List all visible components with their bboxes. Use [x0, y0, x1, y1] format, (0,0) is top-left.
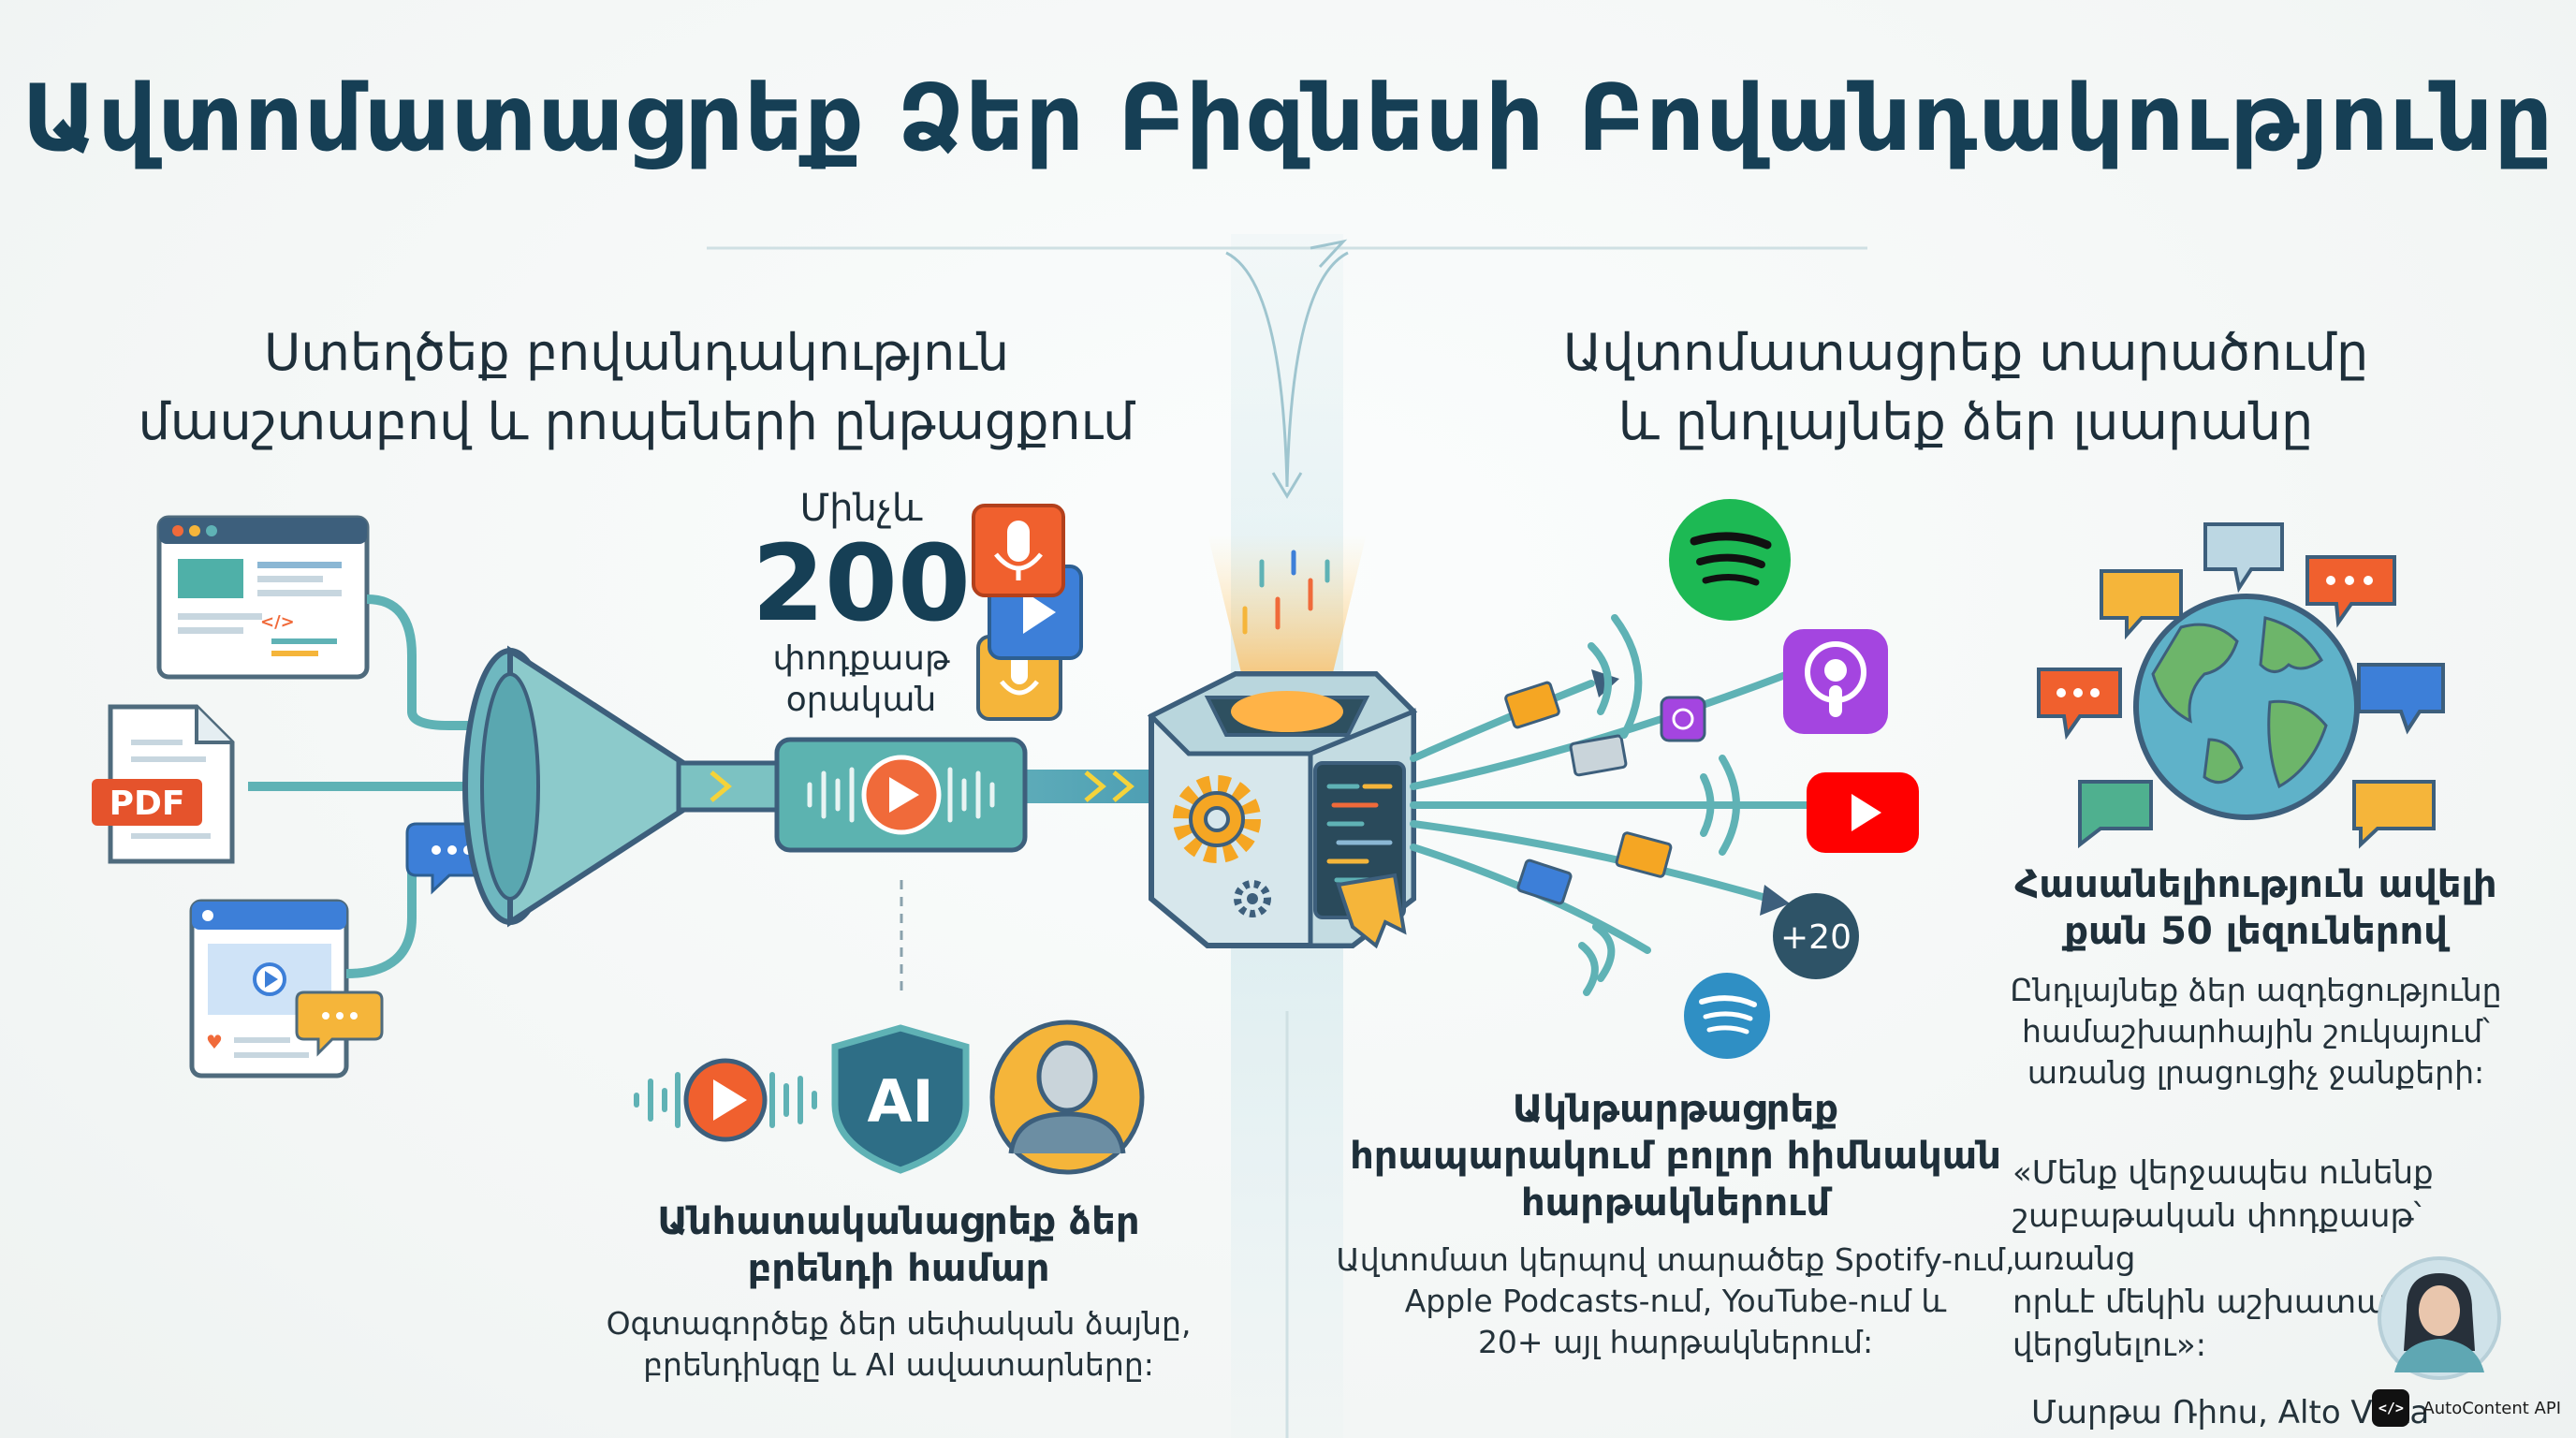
brand-desc-line2: բրենդինգը և AI ավատարները: [643, 1346, 1154, 1383]
publish-desc-line2: Apple Podcasts-ում, YouTube-ում և [1404, 1283, 1947, 1319]
globe-languages-graphic [2037, 522, 2445, 849]
automation-cube-icon [1147, 671, 1418, 949]
autocontent-badge[interactable]: </> AutoContent API [2372, 1389, 2561, 1427]
languages-desc-line2: համաշխարհային շուկայում՝ [2021, 1013, 2491, 1049]
testimonial-line3: որևէ մեկին աշխատանքի [2012, 1284, 2449, 1321]
right-heading-line2: և ընդլայնեք ձեր լսարանը [1617, 392, 2314, 451]
gear-icon [1173, 775, 1261, 863]
more-platforms-label: +20 [1780, 918, 1852, 957]
svg-text:♥: ♥ [206, 1031, 223, 1053]
brand-icons: AI [634, 1020, 1145, 1175]
languages-title-line2: քան 50 լեզուներով [2064, 910, 2448, 953]
languages-title-line1: Հասանելիություն ավելի [2014, 863, 2497, 906]
publish-title-line3: հարթակներում [1520, 1181, 1831, 1225]
media-player-icon [774, 737, 1028, 853]
publish-title-line2: հրապարակում բոլոր հիմնական [1350, 1135, 2001, 1178]
testimonial-author: Մարթա Ռիոս, Alto Vista [2031, 1394, 2430, 1431]
counter-value: 200 [752, 523, 971, 645]
page-title: Ավտոմատացրեք Ձեր Բիզնեսի Բովանդակություն… [22, 66, 2554, 172]
right-heading: Ավտոմատացրեք տարածումը և ընդլայնեք ձեր լ… [1404, 318, 2527, 457]
spotify-icon [1669, 499, 1791, 621]
testimonial-line2: շաբաթական փոդքասթ՝ առանց [2012, 1197, 2422, 1278]
languages-desc-line1: Ընդլայնեք ձեր ազդեցությունը [2010, 972, 2502, 1008]
publish-title-line1: Ակնթարթացրեք [1512, 1088, 1839, 1131]
funnel-icon [462, 645, 784, 928]
right-heading-line1: Ավտոմատացրեք տարածումը [1562, 323, 2369, 382]
publish-block: Ակնթարթացրեք հրապարակում բոլոր հիմնական … [1329, 1086, 2022, 1363]
left-heading-line2: մասշտաբով և րոպեների ընթացքում [138, 392, 1135, 451]
social-post-icon: ♥ [189, 899, 384, 1078]
pdf-document-icon: PDF [92, 704, 235, 864]
ai-label: AI [867, 1067, 933, 1136]
pdf-label: PDF [110, 785, 185, 823]
brand-title-line1: Անհատականացրեք ձեր [657, 1200, 1140, 1243]
badge-text: AutoContent API [2422, 1398, 2561, 1418]
languages-desc-line3: առանց լրացուցիչ ջանքերի: [2027, 1054, 2485, 1091]
left-heading: Ստեղծեք բովանդակություն մասշտաբով և րոպե… [56, 318, 1217, 457]
languages-block: Հասանելիություն ավելի քան 50 լեզուներով … [1994, 861, 2518, 1093]
testimonial-line4: վերցնելու»: [2012, 1327, 2207, 1364]
testimonial-line1: «Մենք վերջապես ունենք [2012, 1154, 2434, 1192]
youtube-icon [1807, 772, 1919, 853]
brand-block: Անհատականացրեք ձեր բրենդի համար Օգտագործ… [599, 1198, 1198, 1386]
left-heading-line1: Ստեղծեք բովանդակություն [263, 323, 1010, 382]
testimonial-block: «Մենք վերջապես ունենք շաբաթական փոդքասթ՝… [2012, 1152, 2499, 1434]
brand-title-line2: բրենդի համար [747, 1247, 1050, 1290]
publish-desc-line1: Ավտոմատ կերպով տարածեք Spotify-ում, [1336, 1241, 2015, 1278]
counter-line2: օրական [785, 681, 937, 719]
gear-icon [1234, 880, 1271, 917]
publish-desc-line3: 20+ այլ հարթակներում: [1477, 1324, 1874, 1360]
podcast-app-icons [972, 504, 1083, 721]
play-icon [889, 777, 919, 813]
counter-prefix: Մինչև [799, 487, 923, 530]
more-platforms-badge: +20 [1773, 893, 1859, 979]
code-icon: </> [2372, 1389, 2410, 1427]
sound-wave-icon [634, 1072, 817, 1128]
apple-podcasts-icon [1783, 629, 1888, 734]
counter-line1: փոդքասթ [772, 639, 950, 678]
speech-bubble-icons [2037, 522, 2445, 849]
user-photo-icon [2378, 1256, 2501, 1380]
podcast-counter: Մինչև 200 փոդքասթ օրական [735, 487, 988, 721]
brand-desc-line1: Օգտագործեք ձեր սեփական ձայնը, [606, 1305, 1192, 1342]
microphone-icon [972, 504, 1065, 597]
avatar-icon [989, 1020, 1145, 1175]
svg-text:</>: </> [260, 612, 295, 632]
globe-icon [2133, 594, 2360, 820]
broadcast-waves [1578, 614, 1740, 996]
spotify-icon [1684, 973, 1770, 1059]
ai-shield-icon: AI [831, 1024, 970, 1174]
